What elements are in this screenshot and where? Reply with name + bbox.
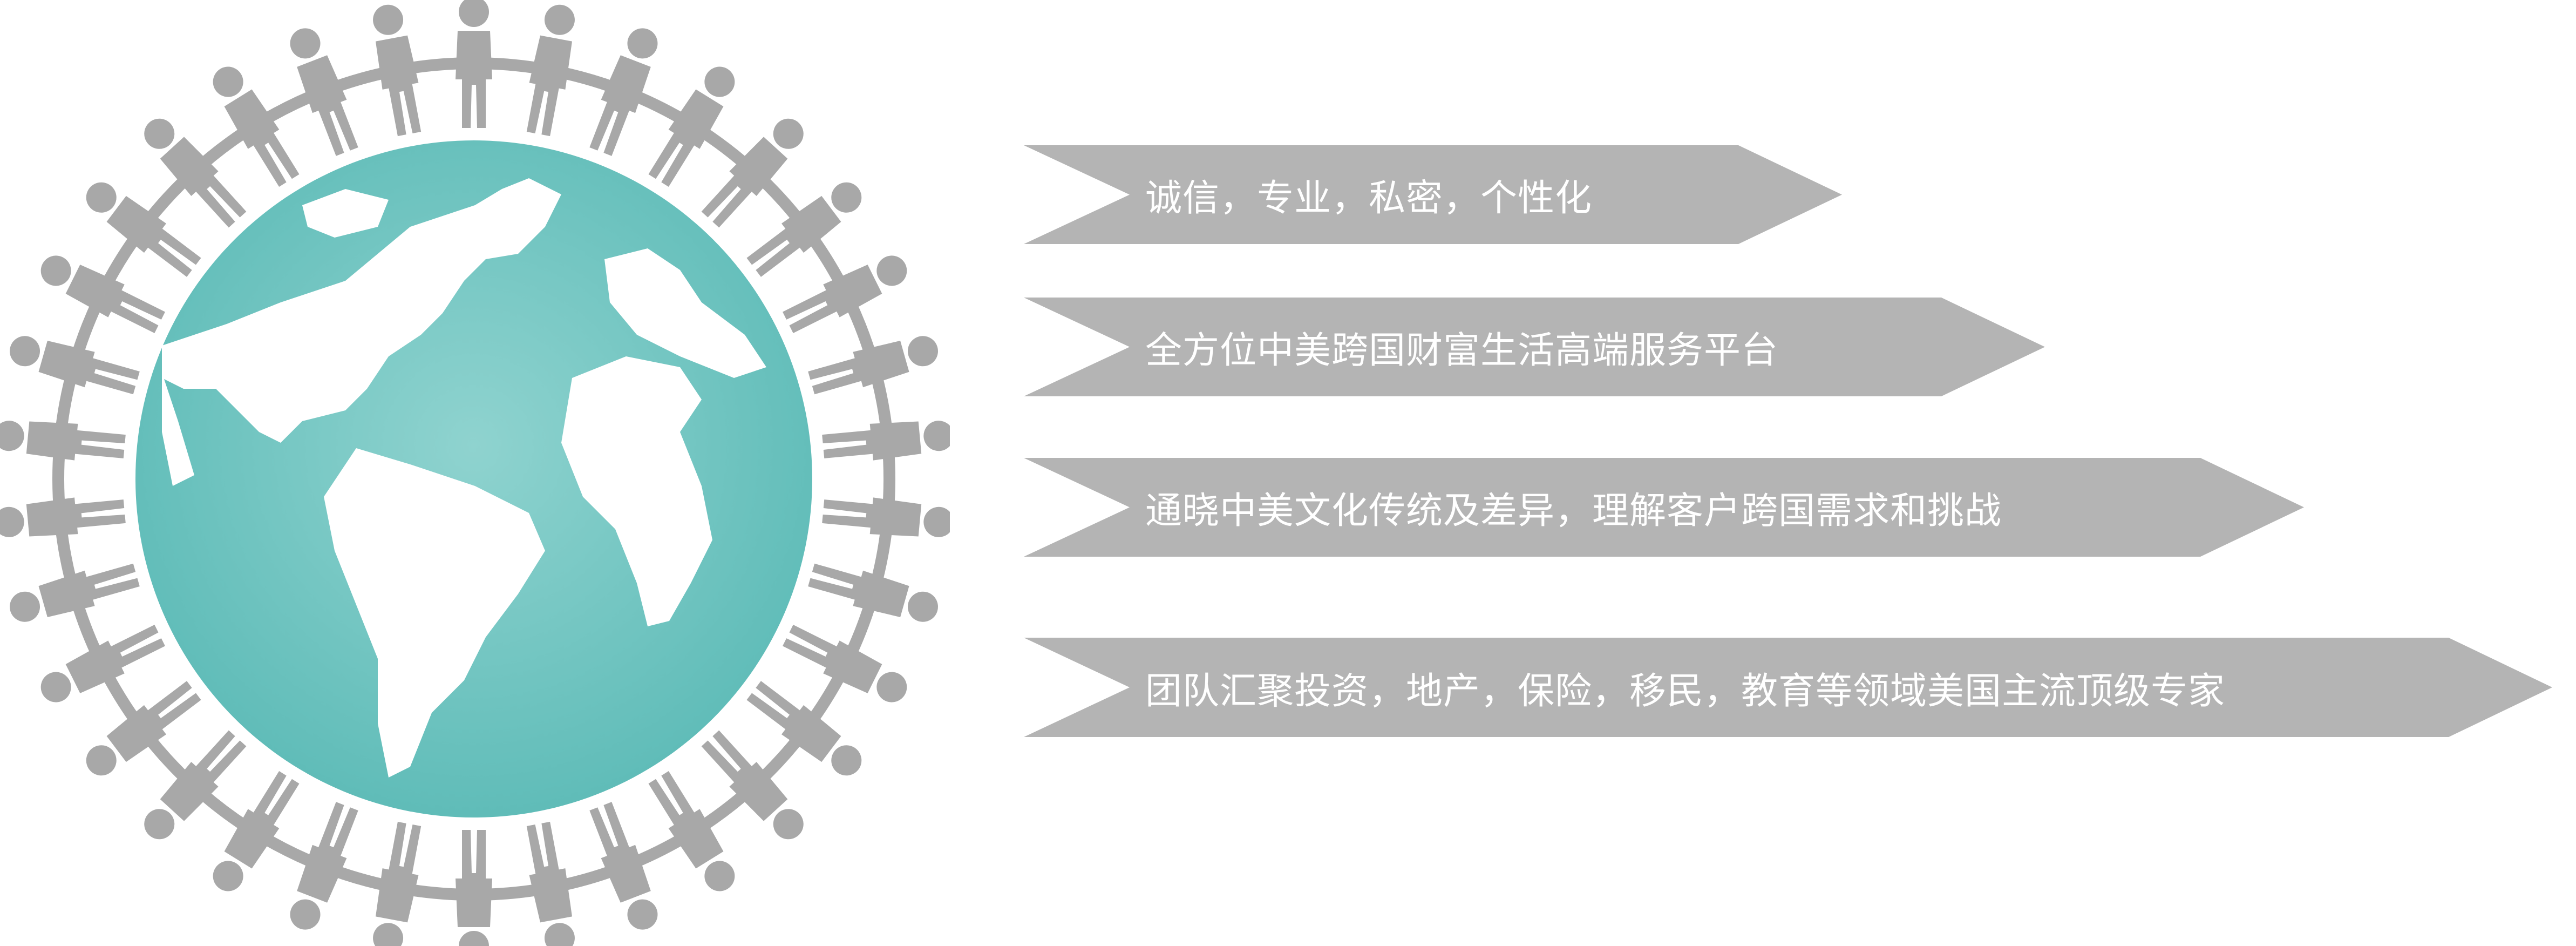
person-figure <box>373 821 422 946</box>
arrow-text-2: 全方位中美跨国财富生活高端服务平台 <box>1145 329 1779 372</box>
person-figure <box>589 28 658 156</box>
person-figure <box>10 336 140 395</box>
arrow-banner-4: 团队汇聚投资，地产，保险，移民，教育等领域美国主流顶级专家 <box>1024 638 2552 737</box>
arrow-text-3: 通晓中美文化传统及差异，理解客户跨国需求和挑战 <box>1145 490 2002 532</box>
person-figure <box>213 66 300 187</box>
person-figure <box>701 118 804 228</box>
person-figure <box>783 625 907 702</box>
person-figure <box>822 421 950 461</box>
arrow-text-1: 诚信，专业，私密，个性化 <box>1145 177 1593 220</box>
person-figure <box>0 421 126 461</box>
arrow-banner-1: 诚信，专业，私密，个性化 <box>1024 145 1842 244</box>
person-figure <box>783 255 907 333</box>
person-figure <box>526 821 575 946</box>
person-figure <box>822 497 950 537</box>
person-figure <box>213 771 300 891</box>
arrow-text-4: 团队汇聚投资，地产，保险，移民，教育等领域美国主流顶级专家 <box>1145 670 2226 713</box>
person-figure <box>648 66 735 187</box>
person-figure <box>456 0 492 128</box>
people-ring <box>0 0 950 946</box>
person-figure <box>456 830 492 946</box>
person-figure <box>373 4 422 137</box>
globe-with-people-ring-icon <box>0 0 950 946</box>
person-figure <box>144 118 247 228</box>
person-figure <box>86 681 201 776</box>
arrow-banner-2: 全方位中美跨国财富生活高端服务平台 <box>1024 298 2045 396</box>
person-figure <box>10 563 140 622</box>
person-figure <box>290 28 358 156</box>
person-figure <box>290 802 358 930</box>
person-figure <box>808 563 938 622</box>
person-figure <box>526 4 575 137</box>
person-figure <box>86 182 201 277</box>
person-figure <box>40 255 165 333</box>
arrow-banner-3: 通晓中美文化传统及差异，理解客户跨国需求和挑战 <box>1024 458 2304 557</box>
person-figure <box>648 771 735 891</box>
person-figure <box>746 182 862 277</box>
person-figure <box>746 681 862 776</box>
continents <box>162 178 766 778</box>
person-figure <box>589 802 658 930</box>
person-figure <box>40 625 165 702</box>
person-figure <box>144 730 247 840</box>
person-figure <box>701 730 804 840</box>
person-figure <box>0 497 126 537</box>
person-figure <box>808 336 938 395</box>
